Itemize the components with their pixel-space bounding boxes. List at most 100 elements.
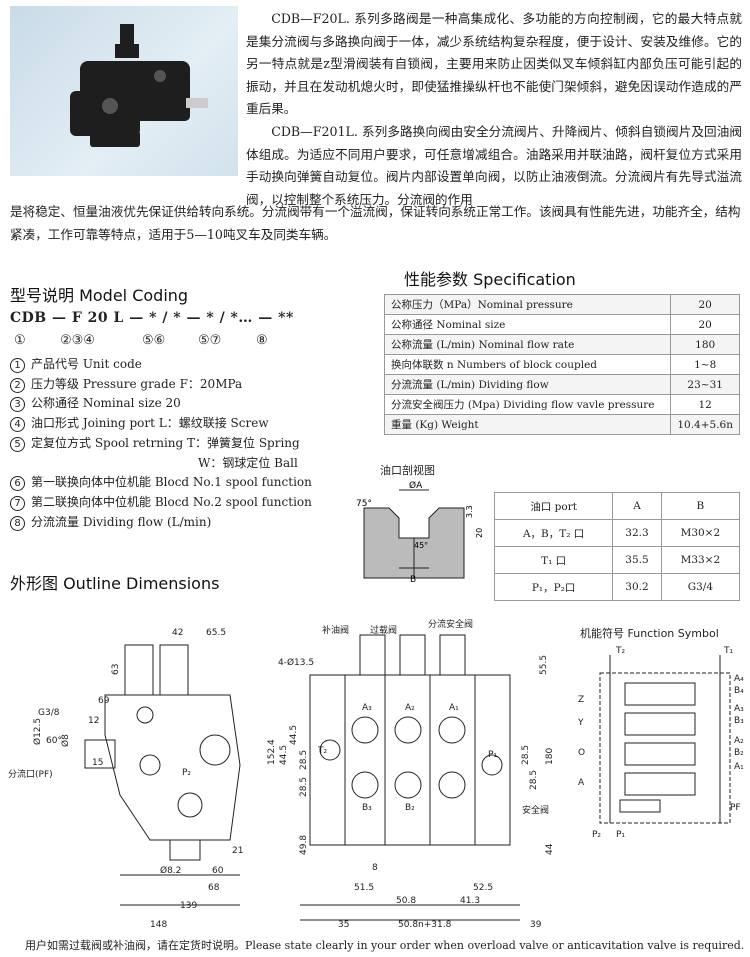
dim-angle-75: 75° [356, 499, 372, 509]
svg-text:B₃: B₃ [362, 803, 372, 813]
dim-angle-45: 45° [414, 541, 428, 550]
intro-paragraph-1: CDB—F20L. 系列多路阀是一种高集成化、多功能的方向控制阀，它的最大特点就… [246, 11, 742, 117]
svg-text:28.5: 28.5 [529, 770, 539, 790]
svg-text:60°: 60° [46, 736, 62, 746]
svg-text:51.5: 51.5 [354, 883, 374, 893]
svg-text:B₃: B₃ [734, 716, 744, 726]
code-num: ⑤⑥ [142, 333, 166, 348]
svg-text:安全阀: 安全阀 [522, 804, 549, 816]
svg-text:P₂: P₂ [592, 830, 601, 840]
svg-text:机能符号 Function Symbol: 机能符号 Function Symbol [580, 626, 719, 640]
svg-text:B₂: B₂ [734, 748, 744, 758]
svg-text:T₂: T₂ [615, 646, 625, 656]
svg-text:4-Ø13.5: 4-Ø13.5 [278, 657, 314, 668]
svg-text:180: 180 [545, 748, 555, 765]
svg-text:69: 69 [98, 696, 110, 706]
svg-text:Z: Z [578, 695, 584, 705]
svg-text:139: 139 [180, 901, 197, 911]
svg-text:过载阀: 过载阀 [370, 624, 397, 636]
spec-heading: 性能参数 Specification [404, 270, 576, 289]
svg-text:44: 44 [545, 843, 555, 855]
svg-text:A₃: A₃ [734, 704, 744, 714]
code-num: ⑧ [256, 333, 268, 348]
model-code: CDB — F 20 L — * / * — * / *… — ** [10, 310, 294, 326]
svg-text:152.4: 152.4 [267, 739, 277, 765]
svg-text:44.5: 44.5 [289, 725, 299, 745]
svg-text:补油阀: 补油阀 [322, 624, 349, 636]
svg-text:PF: PF [730, 803, 741, 813]
svg-text:68: 68 [208, 883, 220, 893]
code-num: ⑤⑦ [198, 333, 222, 348]
port-section-title: 油口剖视图 [380, 464, 435, 477]
svg-text:55.5: 55.5 [539, 655, 549, 675]
function-symbol-diagram: 机能符号 Function Symbol T₂ T₁ A₄ B₄ A₃ B₃ A₂ B₂… [577, 626, 744, 840]
svg-text:44.5: 44.5 [279, 745, 289, 765]
svg-text:O: O [578, 748, 585, 758]
svg-text:60: 60 [212, 866, 224, 876]
model-coding-heading: 型号说明 Model Coding [10, 286, 189, 305]
code-num: ① [14, 333, 26, 348]
footer-note: 用户如需过载阀或补油阀，请在定货时说明。Please state clearly… [25, 939, 745, 952]
code-num: ②③④ [60, 333, 95, 348]
svg-text:Ø12.5: Ø12.5 [32, 718, 43, 745]
svg-text:28.5: 28.5 [521, 745, 531, 765]
svg-text:P₂: P₂ [182, 768, 191, 778]
svg-text:Ø8.2: Ø8.2 [160, 865, 181, 876]
intro-continued: 是将稳定、恒量油液优先保证供给转向系统。分流阀带有一个溢流阀，保证转向系统正常工… [10, 201, 742, 246]
svg-text:65.5: 65.5 [206, 628, 226, 638]
svg-text:28.5: 28.5 [299, 750, 309, 770]
svg-text:50.8: 50.8 [396, 896, 416, 906]
svg-text:T₂: T₂ [317, 746, 327, 756]
svg-text:15: 15 [92, 758, 103, 768]
svg-text:B₄: B₄ [734, 686, 744, 696]
svg-text:Ø8: Ø8 [60, 734, 71, 747]
dim-phi-a: ØA [409, 480, 423, 491]
svg-text:T₁: T₁ [723, 646, 733, 656]
dim-20: 20 [475, 528, 484, 538]
svg-text:P₁: P₁ [488, 750, 497, 760]
svg-text:分流安全阀: 分流安全阀 [428, 618, 473, 630]
svg-text:B₂: B₂ [405, 803, 415, 813]
svg-text:50.8n+31.8: 50.8n+31.8 [398, 920, 452, 930]
svg-text:21: 21 [232, 846, 243, 856]
svg-text:A₄: A₄ [734, 674, 744, 684]
outline-heading: 外形图 Outline Dimensions [10, 574, 220, 593]
svg-text:G3/8: G3/8 [38, 708, 60, 718]
port-section-drawing: ØA B 75° 45° 3.3 20 [356, 480, 484, 585]
product-photo [10, 6, 238, 176]
svg-text:35: 35 [338, 920, 349, 930]
svg-text:28.5: 28.5 [299, 777, 309, 797]
svg-text:A₃: A₃ [362, 703, 372, 713]
table-row: 分流安全阀压力 (Mpa) Dividing flow vavle pressu… [383, 394, 740, 415]
svg-text:A₂: A₂ [734, 736, 744, 746]
svg-text:148: 148 [150, 920, 167, 930]
svg-text:8: 8 [372, 863, 378, 873]
svg-text:52.5: 52.5 [473, 883, 493, 893]
dim-b: B [410, 575, 416, 585]
svg-text:41.3: 41.3 [460, 896, 480, 906]
dim-3-3: 3.3 [465, 505, 474, 518]
svg-text:A: A [578, 778, 585, 788]
svg-text:39: 39 [530, 920, 542, 930]
svg-text:12: 12 [88, 716, 99, 726]
svg-text:42: 42 [172, 628, 183, 638]
list-item: W：钢球定位 Ball [198, 455, 298, 470]
intro-text: CDB—F20L. 系列多路阀是一种高集成化、多功能的方向控制阀，它的最大特点就… [246, 8, 742, 211]
